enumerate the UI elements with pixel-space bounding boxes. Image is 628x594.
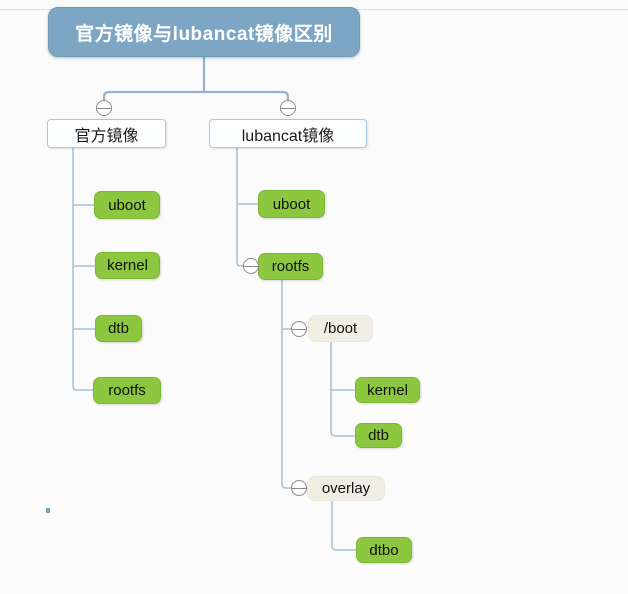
topic-overlay-dir[interactable]: overlay: [307, 476, 385, 501]
collapse-minus-icon-overlay[interactable]: [291, 480, 307, 496]
topic-official-kernel[interactable]: kernel: [95, 252, 160, 279]
topic-lubancat-uboot[interactable]: uboot: [258, 190, 325, 218]
topic-lubancat-image[interactable]: lubancat镜像: [209, 119, 367, 148]
topic-official-image[interactable]: 官方镜像: [47, 119, 166, 148]
topic-boot-dtb[interactable]: dtb: [355, 423, 402, 448]
collapse-minus-icon-lubancat[interactable]: [280, 100, 296, 116]
topic-boot-kernel[interactable]: kernel: [355, 377, 420, 403]
topic-official-uboot[interactable]: uboot: [94, 191, 160, 219]
collapse-minus-icon-boot[interactable]: [291, 321, 307, 337]
topic-overlay-dtbo[interactable]: dtbo: [356, 537, 412, 563]
topic-official-rootfs[interactable]: rootfs: [93, 377, 161, 404]
topic-lubancat-rootfs[interactable]: rootfs: [258, 253, 323, 280]
topic-root[interactable]: 官方镜像与lubancat镜像区别: [48, 7, 360, 57]
topic-boot-dir[interactable]: /boot: [308, 315, 373, 342]
collapse-minus-icon-official[interactable]: [96, 100, 112, 116]
collapse-minus-icon-rootfs[interactable]: [243, 258, 259, 274]
topic-official-dtb[interactable]: dtb: [95, 315, 142, 342]
stray-mark: [46, 508, 50, 513]
